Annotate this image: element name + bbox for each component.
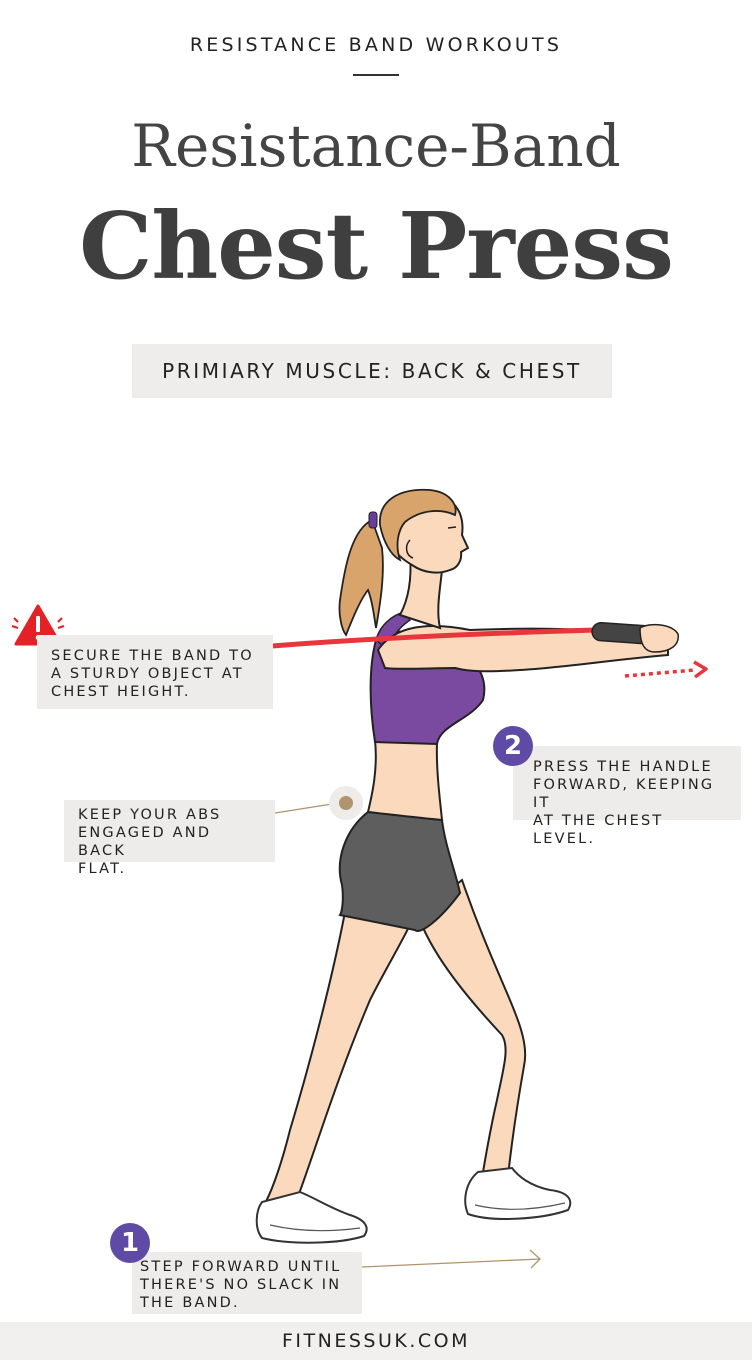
band-handle bbox=[591, 621, 677, 647]
step-2-badge: 2 bbox=[493, 726, 533, 766]
abs-leader-line bbox=[274, 803, 333, 814]
callout-line: FLAT. bbox=[78, 861, 127, 877]
neck bbox=[398, 553, 444, 630]
step-1-badge: 1 bbox=[110, 1223, 150, 1263]
callout-step-forward: STEP FORWARD UNTIL THERE'S NO SLACK IN T… bbox=[132, 1252, 362, 1314]
abs-marker-halo bbox=[329, 786, 363, 820]
callout-line: KEEP YOUR ABS bbox=[78, 807, 222, 823]
front-leg bbox=[416, 878, 527, 1180]
callout-secure-band: SECURE THE BAND TO A STURDY OBJECT AT CH… bbox=[37, 635, 273, 709]
title-line-2: Chest Press bbox=[79, 192, 674, 300]
abs-marker-dot bbox=[339, 796, 353, 810]
kicker-heading: RESISTANCE BAND WORKOUTS bbox=[189, 34, 563, 56]
arm bbox=[376, 625, 669, 673]
step-direction-arrow bbox=[361, 1258, 541, 1268]
sports-bra bbox=[369, 628, 486, 746]
back-shoe bbox=[255, 1190, 368, 1244]
kicker-divider bbox=[353, 74, 399, 76]
head bbox=[383, 494, 470, 574]
callout-keep-abs-engaged: KEEP YOUR ABS ENGAGED AND BACK FLAT. bbox=[64, 800, 275, 877]
footer-site-link[interactable]: FITNESSUK.COM bbox=[0, 1322, 752, 1360]
callout-line: SECURE THE BAND TO bbox=[51, 648, 254, 664]
callout-line: CHEST HEIGHT. bbox=[51, 684, 191, 700]
press-direction-arrow bbox=[624, 668, 696, 678]
hand bbox=[639, 623, 679, 653]
ponytail bbox=[338, 518, 384, 637]
front-shoe bbox=[464, 1166, 572, 1220]
resistance-band bbox=[271, 627, 597, 649]
callout-line: THE BAND. bbox=[140, 1295, 240, 1311]
callout-line: ENGAGED AND BACK bbox=[78, 825, 212, 859]
callout-line: FORWARD, KEEPING IT bbox=[533, 777, 715, 811]
callout-line: PRESS THE HANDLE bbox=[533, 759, 713, 775]
title-line-1: Resistance-Band bbox=[131, 112, 621, 180]
shorts bbox=[338, 810, 462, 932]
callout-line: AT THE CHEST LEVEL. bbox=[533, 813, 664, 847]
callout-press-handle: PRESS THE HANDLE FORWARD, KEEPING IT AT … bbox=[513, 746, 741, 847]
callout-line: THERE'S NO SLACK IN bbox=[140, 1277, 342, 1293]
callout-line: STEP FORWARD UNTIL bbox=[140, 1259, 342, 1275]
hair-tie bbox=[368, 511, 378, 529]
primary-muscle-badge: PRIMIARY MUSCLE: BACK & CHEST bbox=[132, 344, 612, 398]
callout-line: A STURDY OBJECT AT bbox=[51, 666, 244, 682]
torso bbox=[366, 738, 444, 822]
back-leg bbox=[262, 903, 420, 1207]
hair bbox=[379, 488, 457, 562]
